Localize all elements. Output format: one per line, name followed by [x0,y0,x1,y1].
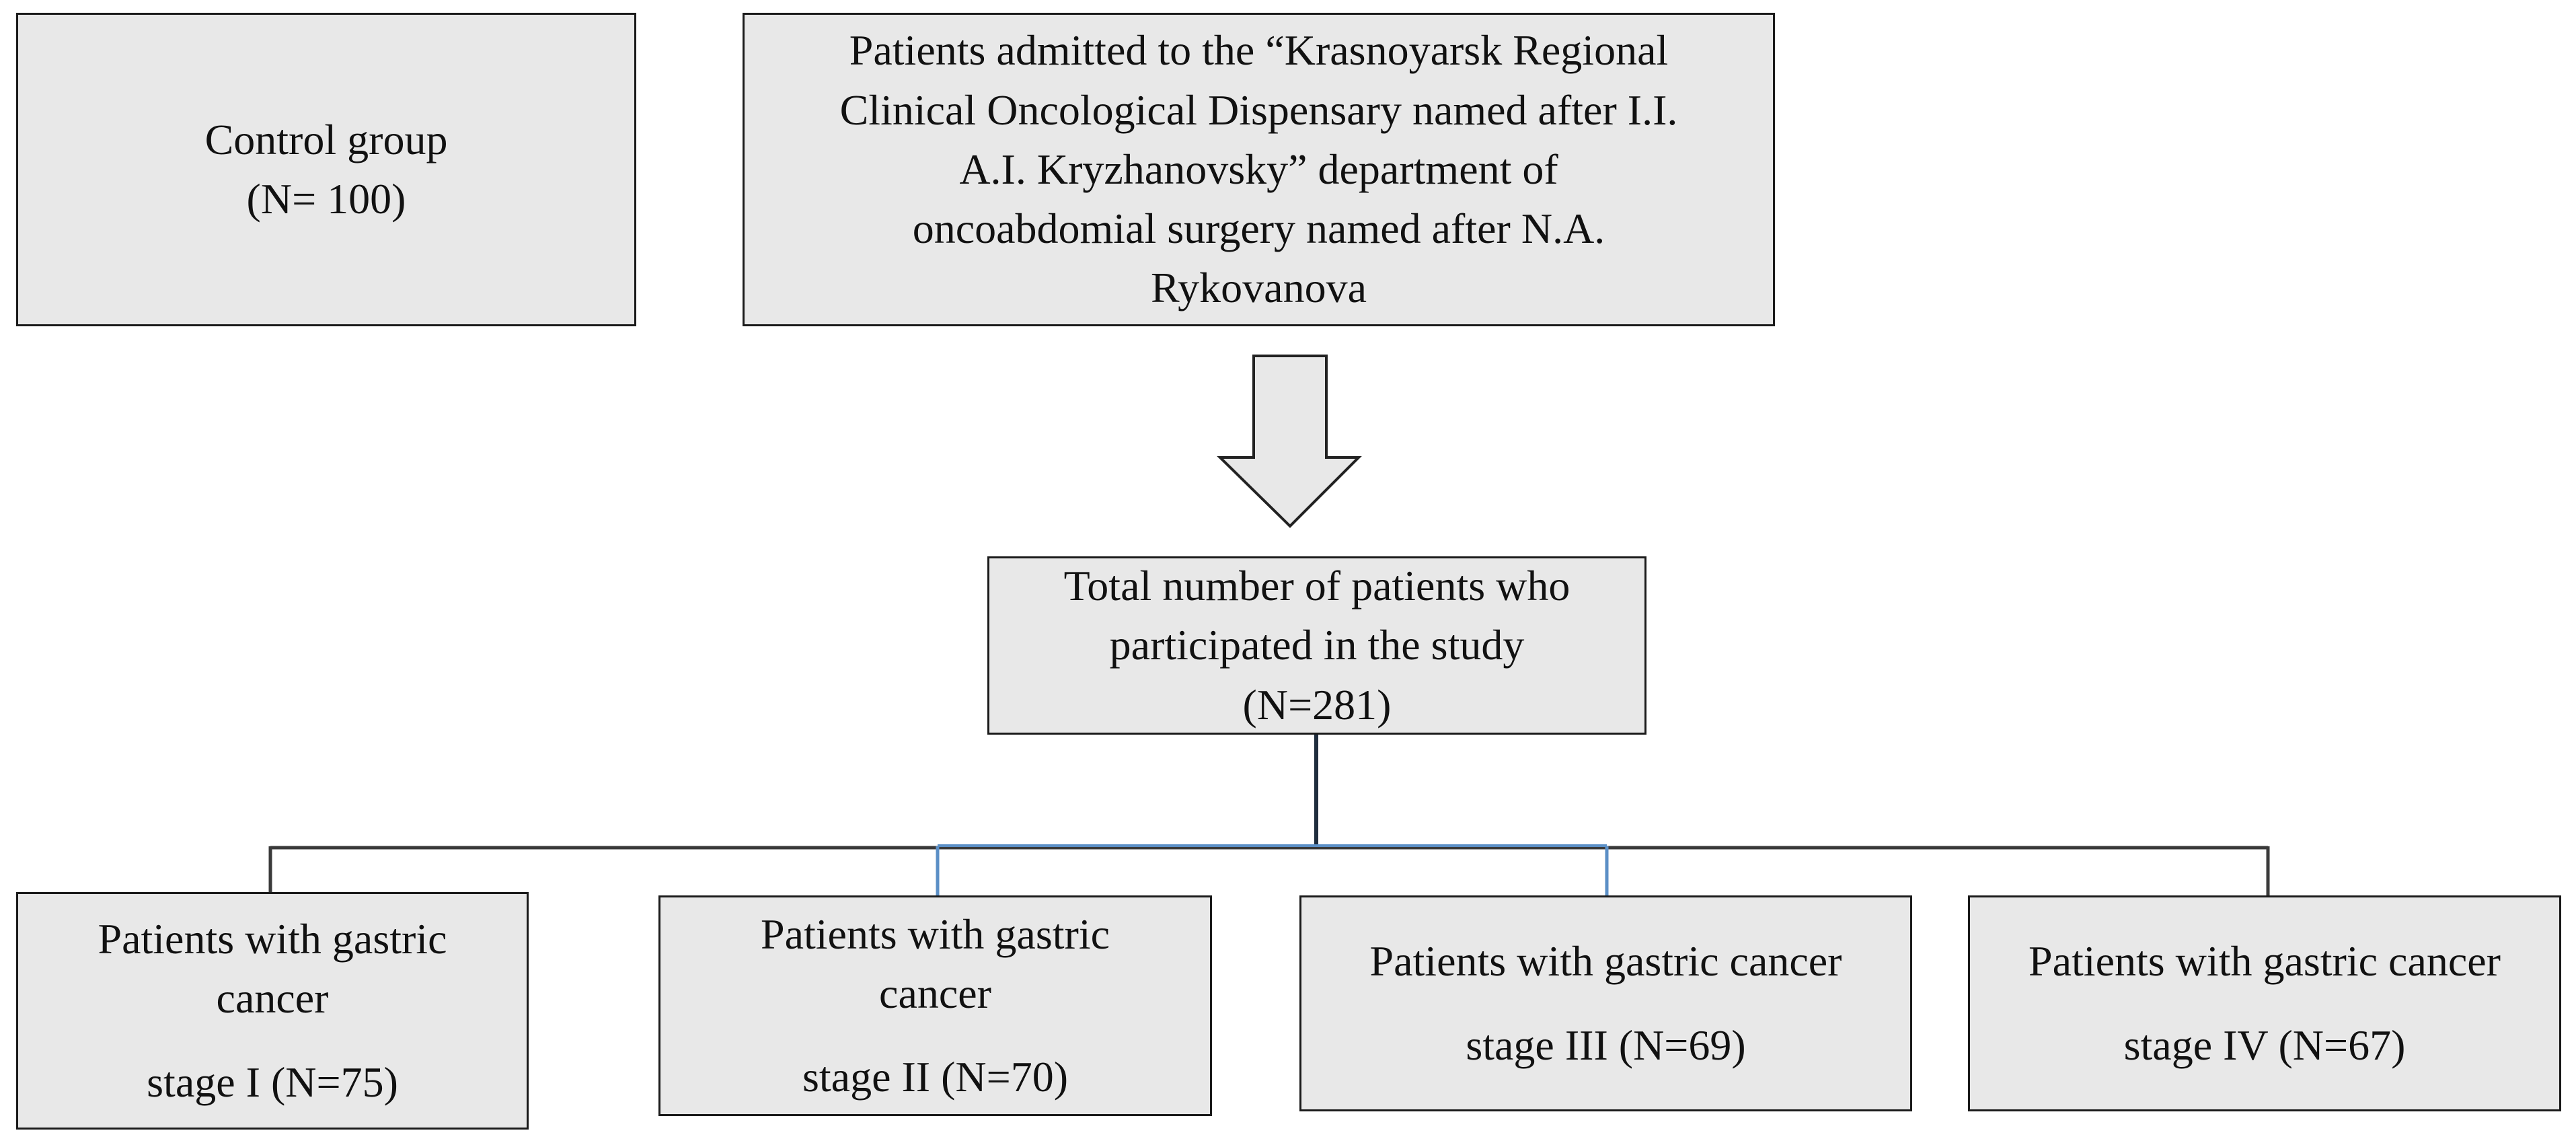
stage-3-box: Patients with gastric cancer stage III (… [1299,895,1912,1111]
admitted-patients-box: Patients admitted to the “Krasnoyarsk Re… [743,13,1775,326]
stage-1-line-2: cancer [216,974,329,1023]
stage-2-line-1: Patients with gastric [760,910,1110,958]
admitted-line-3: A.I. Kryzhanovsky” department of [959,145,1558,193]
total-line-2: participated in the study [1109,621,1525,669]
stage-3-line-2: stage III (N=69) [1466,1021,1746,1069]
admitted-line-4: oncoabdomial surgery named after N.A. [912,205,1605,253]
stage-2-line-3: stage II (N=70) [802,1053,1069,1101]
control-line-2: (N= 100) [246,175,406,223]
admitted-line-1: Patients admitted to the “Krasnoyarsk Re… [849,26,1669,75]
stage-2-box: Patients with gastric cancer stage II (N… [658,895,1212,1116]
stage-2-line-2: cancer [879,969,991,1017]
stage-1-line-3: stage I (N=75) [147,1058,398,1106]
admitted-line-5: Rykovanova [1151,264,1367,312]
control-line-1: Control group [204,115,448,163]
total-line-3: (N=281) [1242,680,1392,729]
control-group-box: Control group (N= 100) [16,13,636,326]
stage-4-line-2: stage IV (N=67) [2123,1021,2406,1069]
stage-3-line-1: Patients with gastric cancer [1369,937,1842,986]
admitted-line-2: Clinical Oncological Dispensary named af… [839,85,1678,134]
down-arrow [1217,355,1362,528]
stage-4-box: Patients with gastric cancer stage IV (N… [1968,895,2561,1111]
stage-1-line-1: Patients with gastric [98,915,447,963]
stage-1-box: Patients with gastric cancer stage I (N=… [16,892,529,1130]
stage-4-line-1: Patients with gastric cancer [2029,937,2501,986]
total-line-1: Total number of patients who [1063,562,1570,610]
total-patients-box: Total number of patients who participate… [987,556,1646,735]
